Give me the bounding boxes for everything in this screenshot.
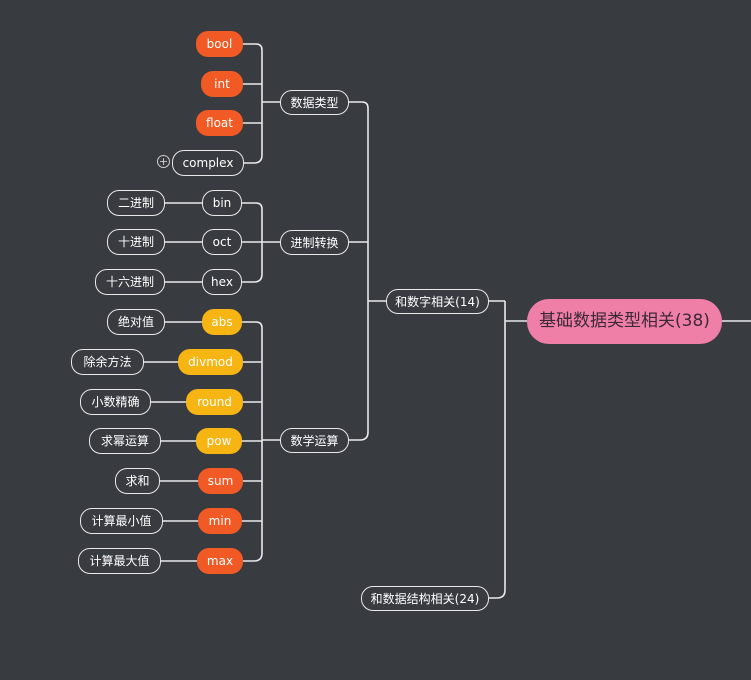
group-data-types[interactable]: 数据类型 [280, 90, 349, 115]
note-hexadecimal[interactable]: 十六进制 [95, 269, 165, 295]
leaf-sum[interactable]: sum [198, 468, 243, 494]
note-sum[interactable]: 求和 [115, 468, 160, 494]
note-binary[interactable]: 二进制 [107, 190, 165, 216]
note-round[interactable]: 小数精确 [80, 389, 151, 415]
leaf-hex[interactable]: hex [202, 269, 242, 295]
note-divmod[interactable]: 除余方法 [71, 349, 144, 375]
connector-base-conversion [242, 202, 280, 283]
connector-root-branches [489, 300, 527, 599]
leaf-max[interactable]: max [197, 548, 243, 574]
leaf-float[interactable]: float [196, 110, 243, 136]
connector-math-ops [242, 321, 280, 562]
leaf-int[interactable]: int [201, 71, 243, 97]
root-node[interactable]: 基础数据类型相关(38) [527, 299, 722, 344]
leaf-min[interactable]: min [198, 508, 242, 534]
leaf-bool[interactable]: bool [196, 31, 243, 57]
circle-plus-icon[interactable]: + [157, 155, 170, 168]
note-decimal[interactable]: 十进制 [107, 229, 165, 255]
note-pow[interactable]: 求幂运算 [89, 428, 161, 454]
note-min[interactable]: 计算最小值 [80, 508, 163, 534]
group-math-ops[interactable]: 数学运算 [280, 428, 349, 453]
leaf-round[interactable]: round [186, 389, 243, 415]
leaf-pow[interactable]: pow [196, 428, 242, 454]
connector-numbers-groups [348, 101, 386, 441]
leaf-oct[interactable]: oct [202, 229, 242, 255]
leaf-divmod[interactable]: divmod [178, 349, 243, 375]
leaf-complex[interactable]: complex [172, 150, 244, 176]
connector-data-types [243, 43, 280, 164]
leaf-abs[interactable]: abs [202, 309, 242, 335]
note-abs[interactable]: 绝对值 [107, 309, 165, 335]
branch-structures[interactable]: 和数据结构相关(24) [361, 586, 489, 611]
group-base-conversion[interactable]: 进制转换 [280, 230, 349, 255]
note-max[interactable]: 计算最大值 [78, 548, 161, 574]
leaf-bin[interactable]: bin [202, 190, 242, 216]
branch-numbers[interactable]: 和数字相关(14) [386, 289, 489, 314]
